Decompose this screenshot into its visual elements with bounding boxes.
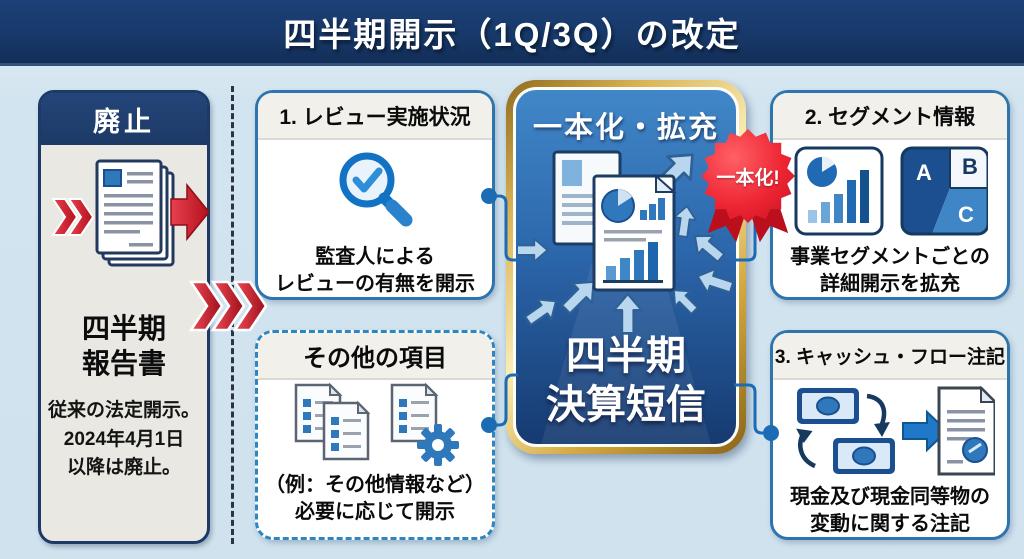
rosette-medal-icon: 一本化! xyxy=(701,129,795,223)
consolidation-box-blue: 一本化・拡充 xyxy=(516,90,736,444)
note-document-icon xyxy=(937,385,995,476)
red-triple-chevron-icon xyxy=(189,280,267,332)
chart-card-icon xyxy=(794,146,884,236)
segment-label-c: C xyxy=(958,202,974,227)
cash-cycle-document-icon xyxy=(796,385,995,476)
other-items-icon-area xyxy=(258,380,492,472)
gear-icon xyxy=(417,424,459,466)
cashflow-notes-title: 3. キャッシュ・フロー注記 xyxy=(773,333,1007,380)
banknote-icon xyxy=(797,388,859,424)
other-items-title: その他の項目 xyxy=(258,333,492,380)
cashflow-notes-body: 現金及び現金同等物の 変動に関する注記 xyxy=(790,486,990,535)
page-title: 四半期開示（1Q/3Q）の改定 xyxy=(283,15,741,53)
cashflow-icon-area xyxy=(773,380,1007,484)
red-arrow-icon xyxy=(170,182,210,242)
consolidation-box: 一本化・拡充 xyxy=(506,80,746,454)
report-note: 従来の法定開示。 2024年4月1日 以降は廃止。 xyxy=(47,400,200,478)
other-items-body: （例：その他情報など） 必要に応じて開示 xyxy=(265,474,485,523)
cycle-arrowhead-down xyxy=(874,422,890,437)
consolidation-header: 一本化・拡充 xyxy=(532,112,719,144)
review-status-box: 1. レビュー実施状況 監査人による レビューの有無を開示 xyxy=(255,90,495,300)
segment-info-body: 事業セグメントごとの 詳細開示を拡充 xyxy=(790,246,990,295)
segment-abc-icon: A B C xyxy=(900,146,988,236)
abolished-header: 廃止 xyxy=(41,93,207,145)
checklist-page-icon xyxy=(390,382,439,443)
consolidation-box-inner: 一本化・拡充 xyxy=(513,87,739,447)
report-convergence-illustration xyxy=(518,146,734,335)
badge-label: 一本化! xyxy=(716,167,780,189)
report-document-icon xyxy=(41,151,210,309)
checklist-page-icon xyxy=(322,400,371,461)
review-icon-area xyxy=(258,140,492,244)
title-banner: 四半期開示（1Q/3Q）の改定 xyxy=(0,0,1024,66)
other-items-box: その他の項目 xyxy=(255,330,495,540)
document-stack-icon xyxy=(51,159,210,267)
segment-info-box: 2. セグメント情報 xyxy=(770,90,1010,300)
segment-icon-area: A B C xyxy=(773,140,1007,244)
cycle-arrowhead-up xyxy=(796,428,813,443)
consolidation-badge: 一本化! xyxy=(699,129,797,251)
review-status-body: 監査人による レビューの有無を開示 xyxy=(275,246,475,295)
segment-charts-icon: A B C xyxy=(794,146,988,236)
red-chevron-small-icon xyxy=(51,198,95,236)
review-status-title: 1. レビュー実施状況 xyxy=(258,93,492,140)
consolidation-title: 四半期 決算短信 xyxy=(546,334,706,428)
cashflow-notes-box: 3. キャッシュ・フロー注記 xyxy=(770,330,1010,540)
magnifier-check-icon xyxy=(339,152,413,227)
transfer-arrow-icon xyxy=(902,409,949,453)
report-front-page-icon xyxy=(592,173,677,292)
abolished-panel: 廃止 xyxy=(38,90,210,544)
banknote-icon xyxy=(833,438,895,474)
segment-info-title: 2. セグメント情報 xyxy=(773,93,1007,140)
segment-label-a: A xyxy=(916,160,932,185)
report-name: 四半期 報告書 xyxy=(81,313,166,379)
stacked-pages-icon xyxy=(95,159,175,267)
checklist-documents-gear-icon xyxy=(294,382,459,466)
segment-label-b: B xyxy=(962,154,978,179)
